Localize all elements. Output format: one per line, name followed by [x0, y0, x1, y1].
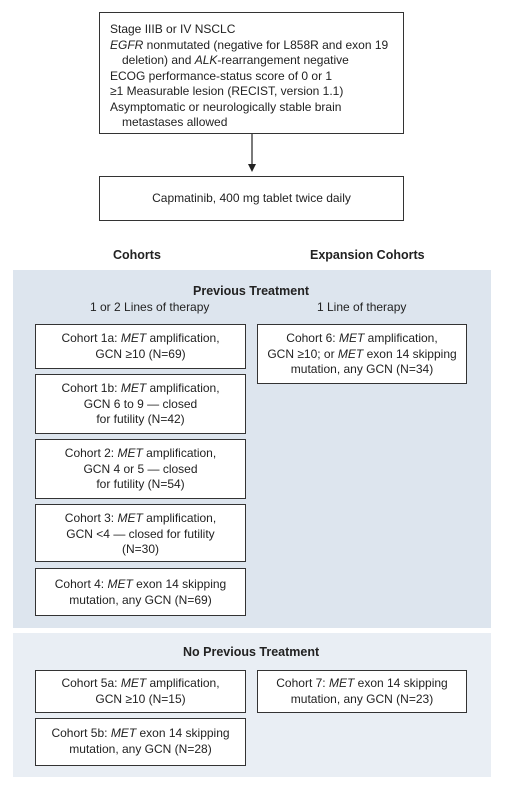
- cohorts-header: Cohorts: [113, 248, 161, 262]
- cohort-text-line: Cohort 3: MET amplification,: [64, 511, 217, 525]
- cohort-text-line: Cohort 5a: MET amplification,: [61, 676, 220, 690]
- cohort-text-line: Cohort 1b: MET amplification,: [61, 381, 220, 395]
- eligibility-line: Asymptomatic or neurologically stable br…: [110, 99, 342, 114]
- cohort-text-line: Cohort 6: MET amplification,: [286, 331, 438, 345]
- expansion-cohorts-header: Expansion Cohorts: [310, 248, 425, 262]
- cohort-box-6: Cohort 6: MET amplification,GCN ≥10; or …: [257, 324, 467, 384]
- cohort-text-line: for futility (N=54): [96, 477, 185, 491]
- cohort-text-line: (N=30): [121, 542, 159, 556]
- cohort-text-line: mutation, any GCN (N=69): [69, 592, 212, 607]
- cohort-text-line: Cohort 4: MET exon 14 skipping: [54, 577, 227, 591]
- cohort-text-line: Cohort 2: MET amplification,: [64, 446, 217, 460]
- no-previous-treatment-title: No Previous Treatment: [183, 645, 320, 659]
- cohort-text-line: GCN ≥10 (N=69): [95, 346, 186, 361]
- cohort-text-line: mutation, any GCN (N=34): [290, 362, 434, 376]
- cohort-text-line: Cohort 5b: MET exon 14 skipping: [51, 726, 230, 740]
- cohort-text-line: mutation, any GCN (N=23): [290, 691, 434, 706]
- treatment-box: Capmatinib, 400 mg tablet twice daily: [99, 176, 404, 221]
- cohort-text-line: GCN ≥10 (N=15): [95, 691, 186, 706]
- eligibility-line: ≥1 Measurable lesion (RECIST, version 1.…: [110, 84, 344, 98]
- treatment-label: Capmatinib, 400 mg tablet twice daily: [152, 191, 351, 205]
- lines-1-2-label: 1 or 2 Lines of therapy: [90, 300, 210, 314]
- eligibility-line: deletion) and ALK-rearrangement negative: [122, 53, 349, 67]
- cohort-text-line: for futility (N=42): [96, 412, 185, 426]
- cohort-box-5a: Cohort 5a: MET amplification,GCN ≥10 (N=…: [35, 670, 246, 713]
- cohort-text-line: GCN 6 to 9 — closed: [83, 396, 198, 411]
- cohort-box-2: Cohort 2: MET amplification,GCN 4 or 5 —…: [35, 439, 246, 499]
- cohort-text-line: GCN <4 — closed for futility: [66, 526, 215, 541]
- lines-1-label: 1 Line of therapy: [317, 300, 407, 314]
- eligibility-line: Stage IIIB or IV NSCLC: [110, 22, 236, 36]
- eligibility-line: ECOG performance-status score of 0 or 1: [110, 68, 333, 83]
- cohort-text-line: Cohort 1a: MET amplification,: [61, 331, 220, 345]
- cohort-text-line: Cohort 7: MET exon 14 skipping: [276, 676, 448, 690]
- cohort-box-1b: Cohort 1b: MET amplification,GCN 6 to 9 …: [35, 374, 246, 434]
- cohort-box-3: Cohort 3: MET amplification,GCN <4 — clo…: [35, 504, 246, 562]
- cohort-box-1a: Cohort 1a: MET amplification,GCN ≥10 (N=…: [35, 324, 246, 369]
- eligibility-line: metastases allowed: [122, 115, 228, 129]
- previous-treatment-title: Previous Treatment: [193, 284, 310, 298]
- eligibility-line: EGFR nonmutated (negative for L858R and …: [110, 37, 389, 52]
- cohort-text-line: mutation, any GCN (N=28): [69, 741, 212, 756]
- cohort-text-line: GCN ≥10; or MET exon 14 skipping: [267, 346, 457, 361]
- cohort-text-line: GCN 4 or 5 — closed: [83, 461, 198, 476]
